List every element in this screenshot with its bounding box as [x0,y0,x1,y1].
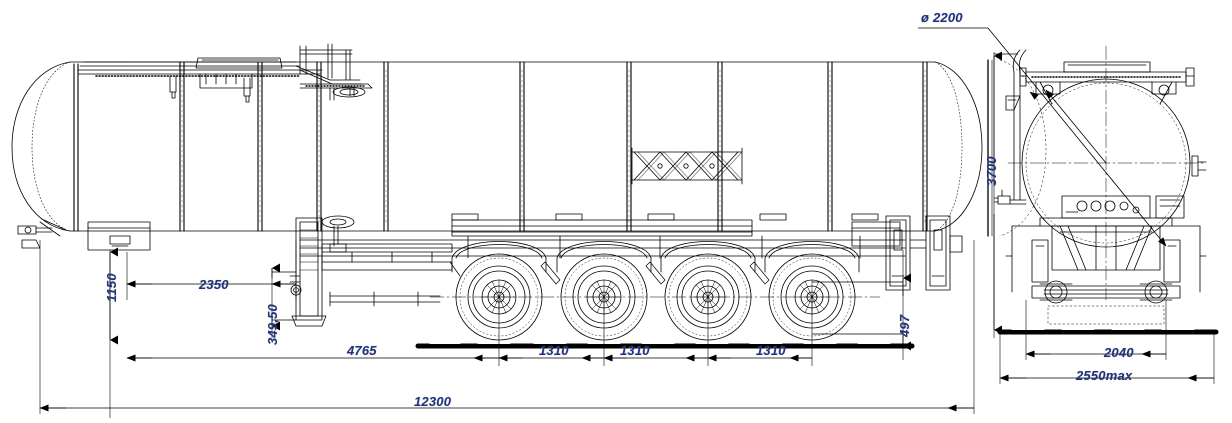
rear-suspension-assembly [1005,195,1207,325]
rear-underride-guard [885,215,963,291]
dim-rear-overhang: 497 [897,314,912,337]
dim-axle-spacing-2: 1310 [620,343,650,358]
folding-ladder-detail [631,147,743,185]
dim-overall-length: 12300 [414,394,452,409]
landing-gear [289,215,453,327]
tank-barrel [11,61,983,232]
rear-elevation-view [987,45,1219,335]
dim-overall-height: 3700 [984,156,999,186]
diameter-leader [1045,89,1107,164]
ground-line [415,342,915,349]
dim-kingpin-height: 1150 [104,273,119,302]
dim-axle-spacing-1: 1310 [539,343,569,358]
dim-overall-width: 2550max [1076,368,1133,383]
top-catwalk [77,43,373,103]
dim-fifth-wheel-offset: 349,50 [265,304,280,345]
chassis-frame [299,213,906,259]
front-valve-fitting [17,219,67,249]
dim-tank-diameter: ø 2200 [921,10,963,25]
dim-axle-spacing-3: 1310 [756,343,786,358]
side-equipment-boxes [87,221,901,251]
dimension-lines [39,27,1215,418]
dim-kingpin-to-front: 2350 [199,277,229,292]
dim-track-width: 2040 [1104,345,1134,360]
dim-front-to-first-axle: 4765 [347,343,377,358]
